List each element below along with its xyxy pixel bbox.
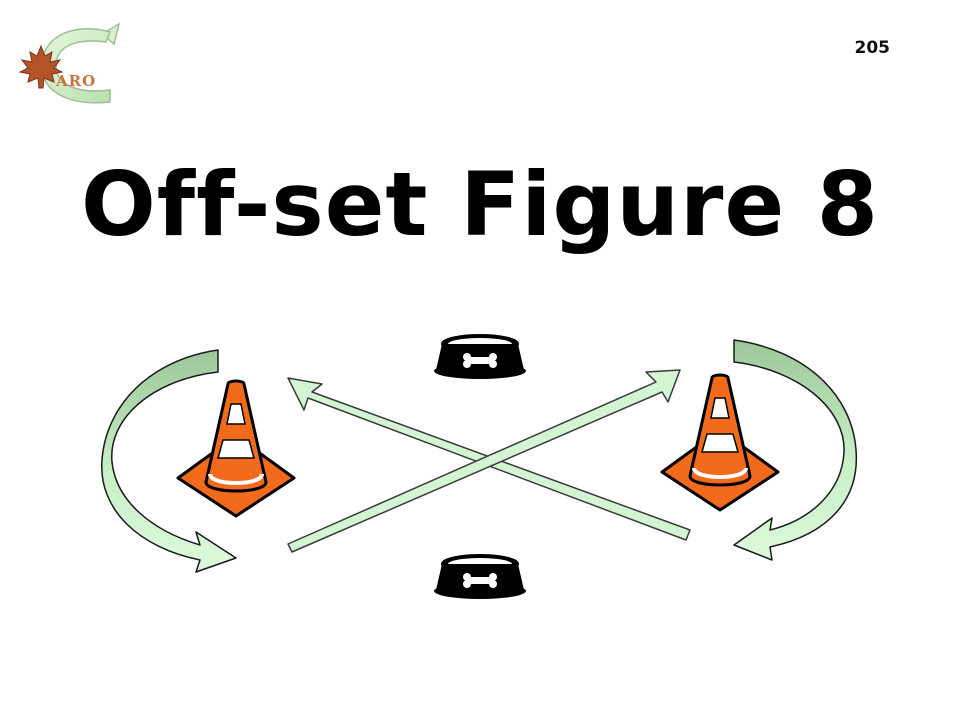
logo: ARO: [14, 14, 124, 114]
curved-return-arrow-icon: [41, 22, 121, 104]
figure-8-diagram: [101, 334, 858, 599]
traffic-cone-icon: [176, 379, 296, 518]
left-curved-arrow: [101, 349, 237, 573]
logo-text: ARO: [56, 72, 97, 90]
right-curved-arrow: [733, 339, 858, 561]
slide-title: Off-set Figure 8: [81, 153, 879, 256]
maple-leaf-icon: [18, 44, 64, 89]
traffic-cone-icon: [660, 373, 780, 512]
dog-bowl-icon: [434, 554, 526, 599]
diagonal-arrow-to-top-right: [287, 369, 681, 553]
dog-bowl-icon: [434, 334, 526, 379]
page-number: 205: [854, 38, 891, 58]
